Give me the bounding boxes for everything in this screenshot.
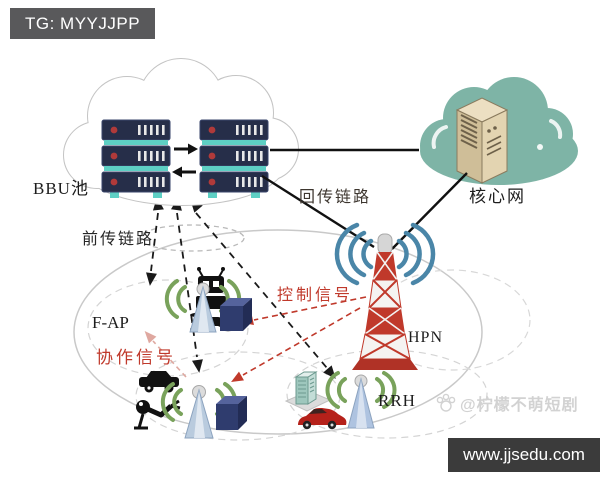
cube-icon-fap bbox=[220, 298, 252, 331]
server-rack-right bbox=[199, 119, 269, 198]
red-car-icon bbox=[298, 408, 347, 430]
backhaul-lines bbox=[261, 148, 468, 250]
wifi-arcs-green bbox=[325, 371, 397, 409]
cooperation-signal-arrowhead bbox=[144, 331, 157, 344]
hpn-label: HPN bbox=[408, 329, 444, 346]
watermark-handle: @柠檬不萌短剧 bbox=[460, 397, 579, 414]
fronthaul-links bbox=[150, 212, 328, 369]
robot-arm-icon bbox=[134, 399, 181, 430]
fronthaul-link-label: 前传链路 bbox=[82, 231, 155, 248]
rrh-label: RRH bbox=[378, 391, 416, 410]
paw-logo-icon bbox=[436, 393, 456, 412]
wifi-arcs-blue bbox=[334, 222, 436, 286]
control-signal-label: 控制信号 bbox=[277, 287, 354, 304]
cooperation-signal-link bbox=[144, 331, 187, 378]
control-signal-links bbox=[242, 296, 367, 376]
backhaul-link-label: 回传链路 bbox=[299, 189, 372, 206]
core-network-label: 核心网 bbox=[469, 187, 526, 206]
hpn-tower-icon bbox=[334, 222, 436, 370]
watermark: @柠檬不萌短剧 bbox=[436, 391, 579, 415]
cooperation-signal-label: 协作信号 bbox=[96, 348, 176, 367]
bbu-pool-label: BBU池 bbox=[33, 179, 89, 198]
site-badge: www.jjsedu.com bbox=[448, 438, 600, 472]
rrh-antenna-icon bbox=[325, 371, 397, 429]
server-sync-arrows bbox=[172, 143, 198, 178]
fap-label: F-AP bbox=[92, 313, 129, 332]
building-icon bbox=[284, 371, 332, 412]
server-rack-left bbox=[101, 119, 171, 198]
core-server-icon bbox=[455, 97, 509, 184]
tg-watermark-badge: TG: MYYJJPP bbox=[10, 8, 156, 39]
cube-icon-smallcell bbox=[216, 396, 247, 430]
